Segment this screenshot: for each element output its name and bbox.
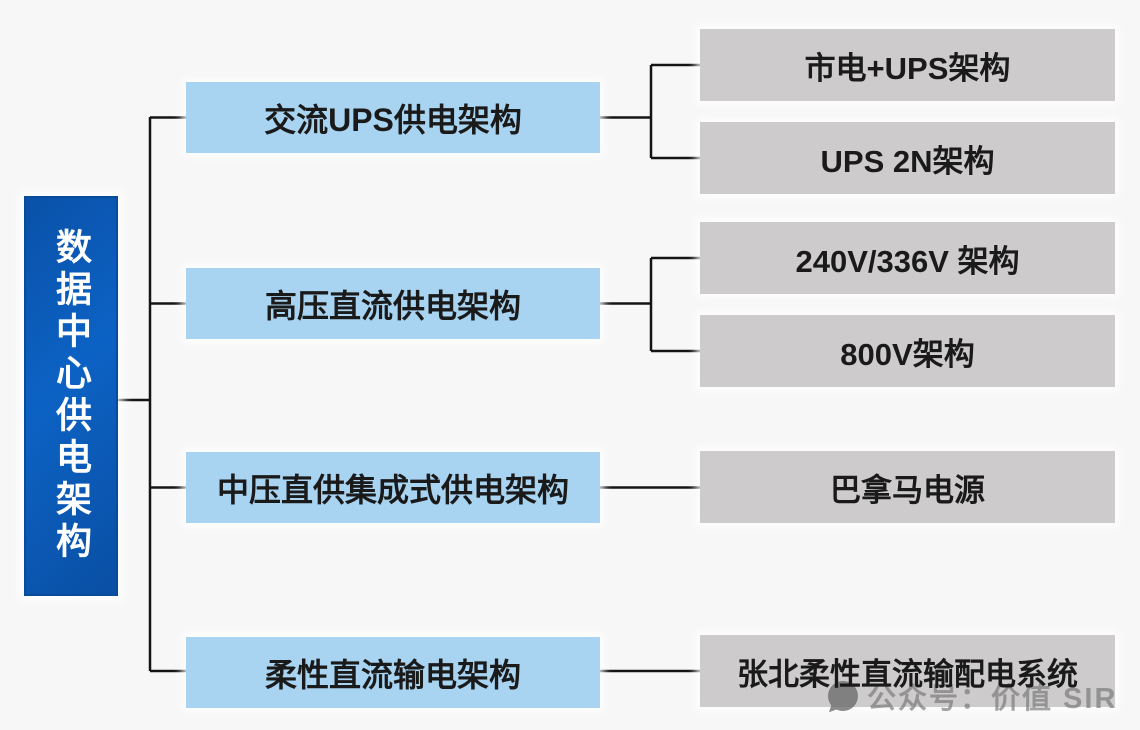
- root-node-datacenter-power-architecture: 数据中心供电架构: [24, 196, 118, 596]
- branch-node-ac-ups: 交流UPS供电架构: [186, 82, 600, 153]
- branch-node-hvdc: 高压直流供电架构: [186, 268, 600, 339]
- branch-node-mv-integrated: 中压直供集成式供电架构: [186, 452, 600, 523]
- leaf-node-label: 240V/336V 架构: [795, 243, 1020, 279]
- connector-bracket-2: [600, 256, 700, 353]
- root-node-label: 数据中心供电架构: [51, 228, 92, 564]
- leaf-node-240v-336v: 240V/336V 架构: [700, 222, 1115, 294]
- leaf-node-label: 800V架构: [840, 336, 975, 372]
- leaf-node-label: UPS 2N架构: [820, 143, 995, 179]
- branch-node-label: 柔性直流输电架构: [264, 656, 521, 693]
- branch-node-label: 中压直供集成式供电架构: [216, 471, 569, 508]
- leaf-node-800v: 800V架构: [700, 315, 1115, 387]
- leaf-node-zhangbei-flexible-dc: 张北柔性直流输配电系统: [700, 635, 1115, 707]
- leaf-node-mains-plus-ups: 市电+UPS架构: [700, 29, 1115, 101]
- branch-node-label: 高压直流供电架构: [264, 287, 521, 324]
- branch-node-flexible-dc: 柔性直流输电架构: [186, 637, 600, 708]
- leaf-node-panama-power: 巴拿马电源: [700, 451, 1115, 523]
- leaf-node-label: 巴拿马电源: [830, 472, 985, 508]
- leaf-node-ups-2n: UPS 2N架构: [700, 122, 1115, 194]
- branch-node-label: 交流UPS供电架构: [264, 101, 522, 138]
- leaf-node-label: 张北柔性直流输配电系统: [737, 656, 1078, 692]
- leaf-node-label: 市电+UPS架构: [804, 50, 1011, 86]
- connector-bracket-1: [600, 63, 700, 160]
